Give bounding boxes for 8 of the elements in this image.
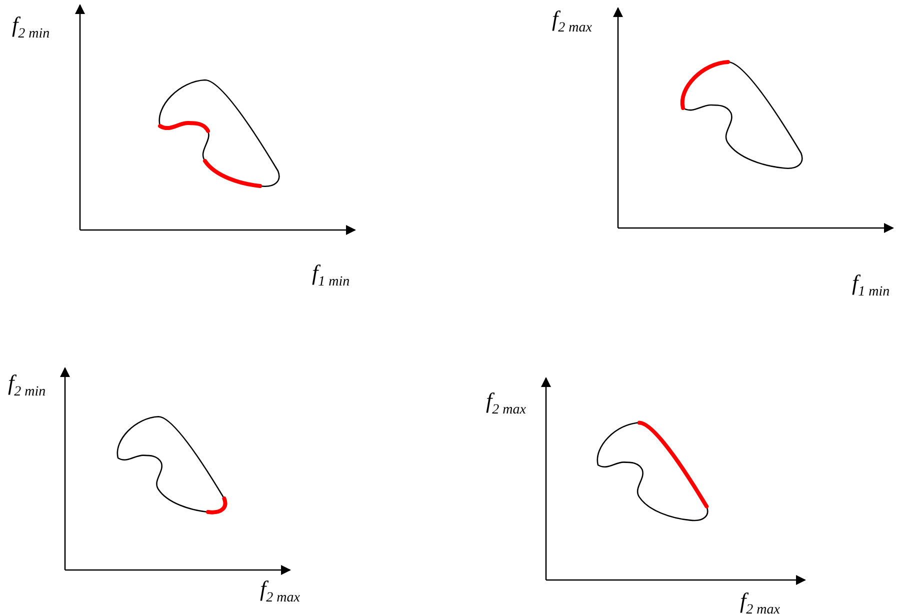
axis-label: f$_{2 max}$: [486, 390, 526, 418]
axis-label: f$_{1 min}$: [312, 262, 350, 290]
axis-label: f$_{2 min}$: [8, 372, 46, 400]
axis-label: f$_{2 min}$: [12, 14, 50, 42]
axis-label: f$_{2 max}$: [260, 578, 300, 606]
axis-label: f$_{1 min}$: [852, 272, 890, 300]
axis-label: f$_{2 max}$: [552, 8, 592, 36]
axis-label: f$_{2 max}$: [740, 590, 780, 614]
